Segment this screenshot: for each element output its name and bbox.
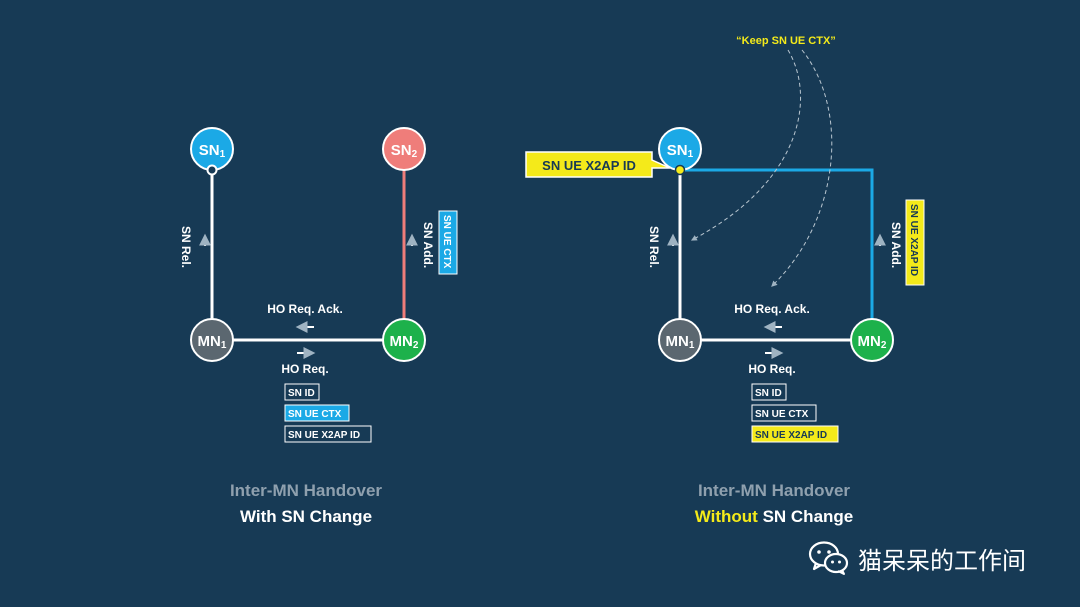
svg-text:MN2: MN2 (858, 333, 887, 351)
left-mn1-node: MN1 (190, 318, 234, 362)
right-vertical-tag: SN UE X2AP ID (905, 199, 925, 286)
watermark: 猫呆呆的工作间 (808, 538, 1026, 578)
right-callout-sn-ue-x2ap-id: SN UE X2AP ID (525, 151, 671, 178)
svg-text:SN ID: SN ID (755, 388, 782, 399)
right-caption: Inter-MN Handover Without SN Change (624, 478, 924, 530)
svg-text:SN UE CTX: SN UE CTX (755, 409, 809, 420)
svg-text:MN1: MN1 (666, 333, 695, 351)
svg-text:SN1: SN1 (199, 142, 226, 160)
svg-text:SN UE CTX: SN UE CTX (441, 215, 452, 269)
svg-text:SN UE X2AP ID: SN UE X2AP ID (908, 204, 919, 276)
svg-text:SN2: SN2 (391, 142, 418, 160)
right-caption-title: Inter-MN Handover (697, 481, 851, 500)
right-mn1-node: MN1 (658, 318, 702, 362)
svg-text:MN2: MN2 (390, 333, 419, 351)
left-tag-sn-id: SN ID (284, 383, 320, 401)
keep-note-curve-1 (690, 49, 802, 241)
left-sn1-node: SN1 (190, 127, 234, 171)
right-tag-sn-ue-x2ap-id: SN UE X2AP ID (751, 425, 839, 443)
right-caption-rest: SN Change (757, 507, 854, 526)
left-tag-sn-ue-x2ap-id: SN UE X2AP ID (284, 425, 372, 443)
right-tag-sn-id: SN ID (751, 383, 787, 401)
left-sn2-node: SN2 (382, 127, 426, 171)
left-vertical-tag: SN UE CTX (438, 210, 458, 275)
left-mn2-node: MN2 (382, 318, 426, 362)
svg-text:SN UE X2AP ID: SN UE X2AP ID (542, 158, 636, 173)
right-sn-rel-label: SN Rel. (647, 226, 661, 268)
right-sn-add-label: SN Add. (889, 222, 903, 268)
svg-text:SN1: SN1 (667, 142, 694, 160)
left-ho-req-label: HO Req. (281, 362, 328, 376)
left-diagram: SN1 SN2 MN1 MN2 SN Rel. SN Add. (179, 127, 458, 443)
left-ho-req-ack-label: HO Req. Ack. (267, 302, 343, 316)
right-ho-req-label: HO Req. (748, 362, 795, 376)
left-tag-sn-ue-ctx: SN UE CTX (284, 404, 350, 422)
left-caption-subtitle: With SN Change (239, 507, 373, 526)
watermark-text: 猫呆呆的工作间 (858, 546, 1026, 575)
svg-text:MN1: MN1 (198, 333, 227, 351)
right-caption-highlight: Without (694, 507, 758, 526)
right-tag-sn-ue-ctx: SN UE CTX (751, 404, 817, 422)
right-sn1-anchor-dot (674, 164, 686, 176)
left-sn1-anchor-dot (206, 164, 218, 176)
keep-note-label: “Keep SN UE CTX” (736, 35, 836, 47)
right-caption-subtitle: Without SN Change (624, 504, 924, 530)
left-sn-add-label: SN Add. (421, 222, 435, 268)
wechat-icon (808, 541, 849, 575)
svg-text:SN UE X2AP ID: SN UE X2AP ID (755, 430, 827, 441)
svg-text:SN ID: SN ID (288, 388, 315, 399)
left-caption-title: Inter-MN Handover (229, 481, 383, 500)
svg-text:SN UE X2AP ID: SN UE X2AP ID (288, 430, 360, 441)
right-sn1-mn2-link (680, 168, 874, 325)
right-diagram: “Keep SN UE CTX” SN1 SN UE X2AP ID MN1 M… (525, 35, 925, 443)
right-ho-req-ack-label: HO Req. Ack. (734, 302, 810, 316)
svg-text:SN UE CTX: SN UE CTX (288, 409, 342, 420)
left-caption: Inter-MN Handover With SN Change (156, 478, 456, 530)
left-sn-rel-label: SN Rel. (179, 226, 193, 268)
right-sn1-node: SN1 (658, 127, 702, 171)
keep-note-curve-2 (771, 49, 833, 287)
right-mn2-node: MN2 (850, 318, 894, 362)
